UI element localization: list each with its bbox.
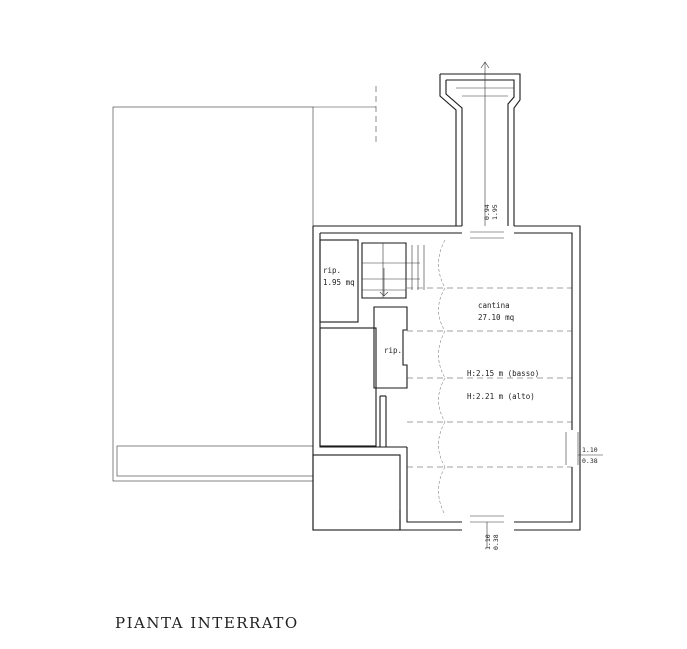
stair-shaft	[439, 61, 521, 226]
cantina-area: 27.10 mq	[478, 313, 514, 322]
bottom-window	[470, 515, 504, 548]
dim-right-window-b: 0.38	[582, 457, 598, 465]
cantina-height-high: H:2.21 m (alto)	[467, 392, 535, 401]
rip-small-name: rip.	[323, 266, 341, 275]
interior-partitions	[319, 239, 408, 447]
rip-mid-name: rip.	[384, 346, 402, 355]
dim-bottom-window-b: 0.38	[492, 534, 500, 550]
dim-bottom-window-a: 1.10	[484, 534, 492, 550]
basement-walls	[312, 225, 581, 531]
right-window	[565, 432, 603, 465]
cantina-name: cantina	[478, 301, 510, 310]
drawing-title: PIANTA INTERRATO	[115, 614, 299, 632]
vault-arcs	[438, 239, 446, 516]
rip-small-area: 1.95 mq	[323, 278, 355, 287]
vault-lines	[407, 287, 572, 468]
dim-top-window-a: 0.94	[483, 204, 491, 220]
top-window	[470, 231, 504, 239]
interior-stair	[362, 243, 425, 298]
dim-top-window-b: 1.95	[491, 204, 499, 220]
cantina-height-low: H:2.15 m (basso)	[467, 369, 539, 378]
dim-right-window-a: 1.10	[582, 446, 598, 454]
